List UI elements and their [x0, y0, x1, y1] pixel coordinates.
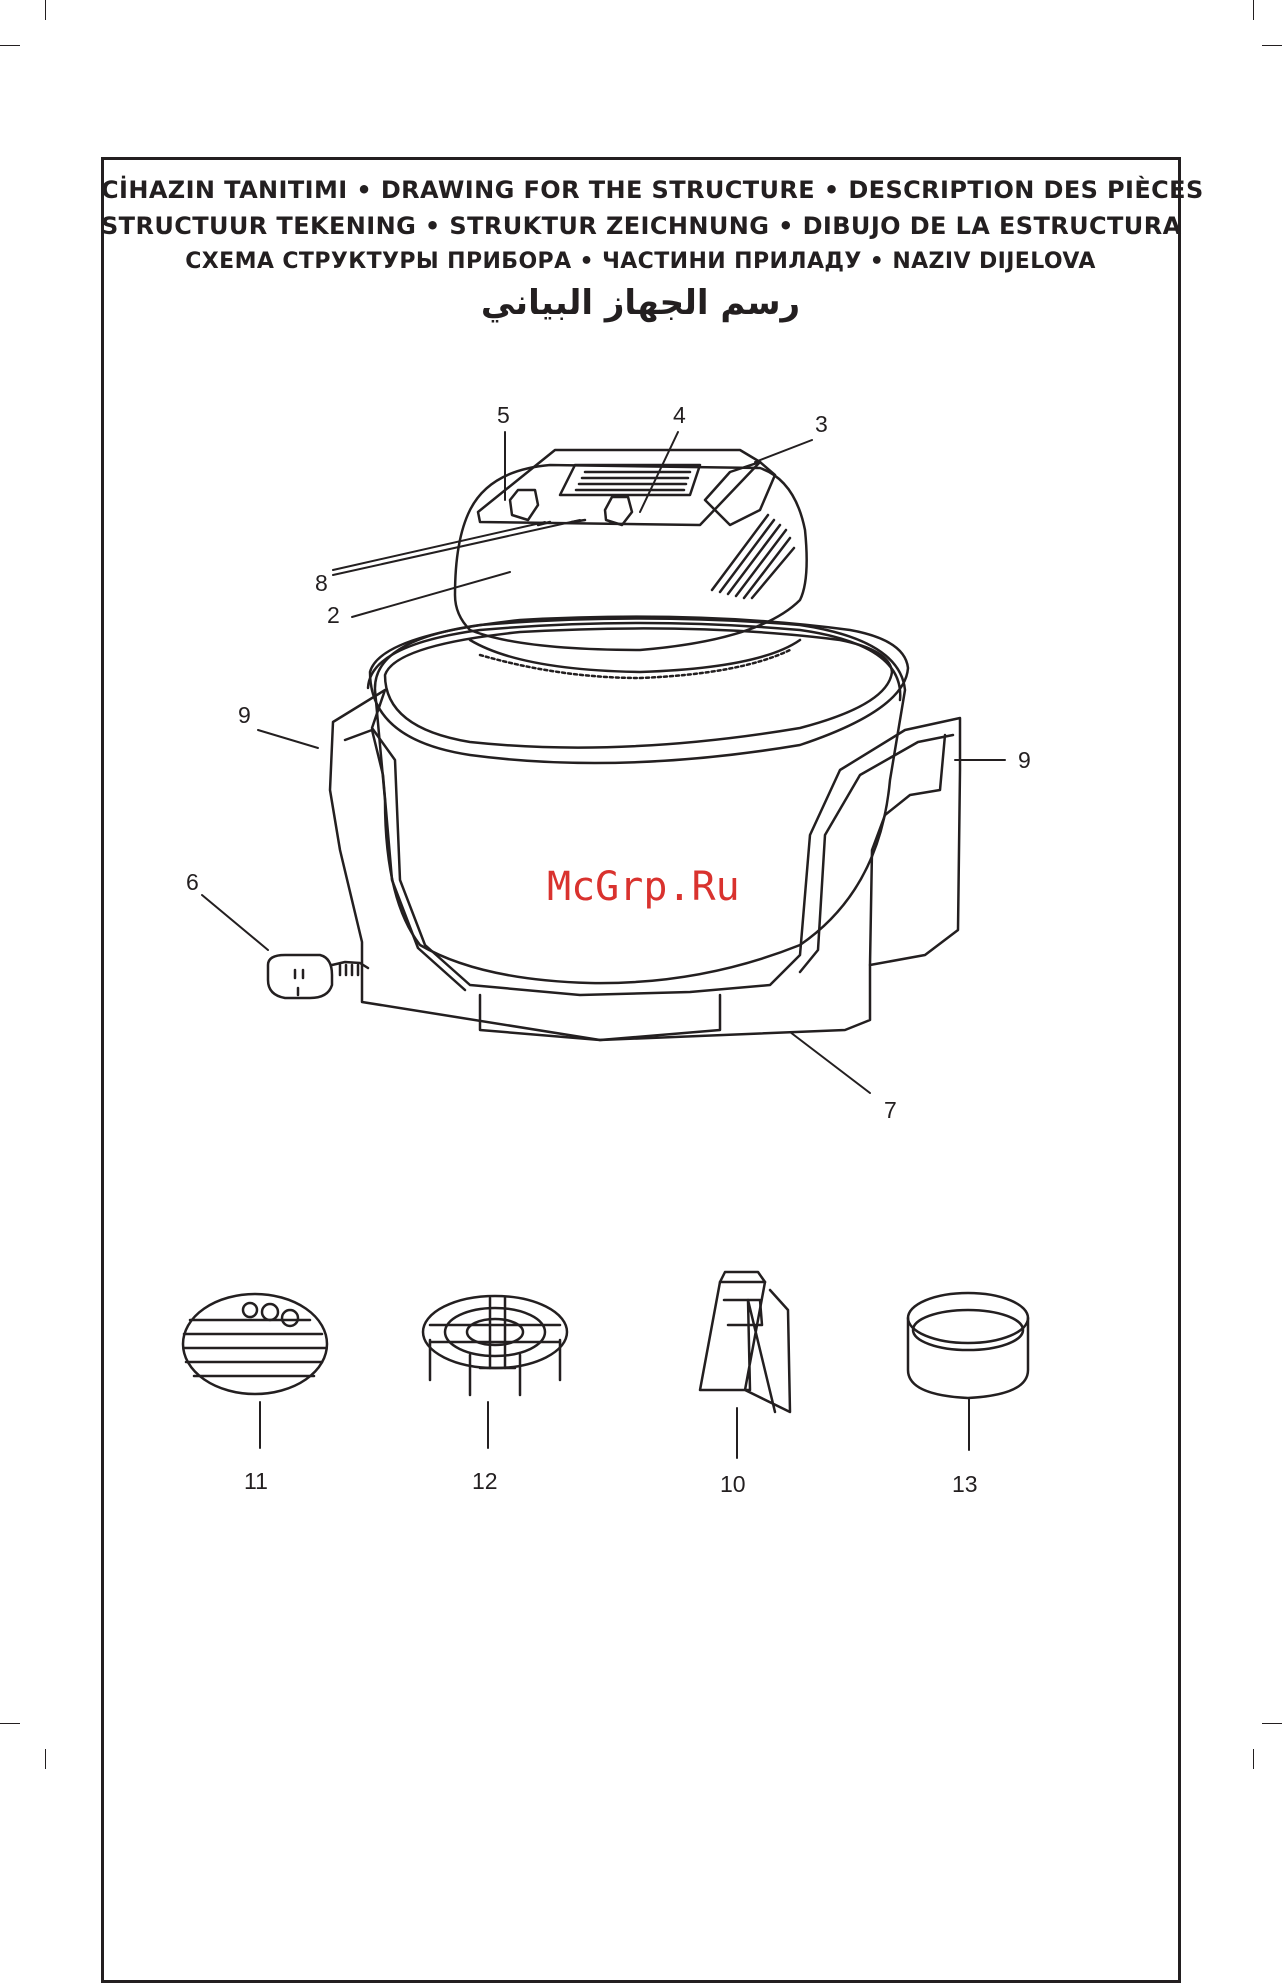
- stand-inner-right: [800, 735, 953, 972]
- callout-4: 4: [673, 402, 686, 428]
- side-vents: [712, 515, 794, 598]
- callout-7: 7: [884, 1097, 897, 1123]
- structure-drawing: 5 4 3 8 2 9 9 6 7 11 12 10 13 McGrp.Ru: [0, 0, 1282, 1769]
- callout-6: 6: [186, 869, 199, 895]
- lid-vent-band: [480, 650, 790, 678]
- power-plug: [268, 955, 332, 998]
- extender-ring-inner: [385, 628, 892, 747]
- callout-9-right: 9: [1018, 747, 1031, 773]
- display-slits: [576, 472, 690, 490]
- plug-pins: [295, 970, 303, 995]
- lid-handle: [705, 462, 775, 525]
- grill-plate-accessory: [183, 1294, 327, 1394]
- air-fryer-illustration: [268, 450, 960, 1040]
- callout-9-left: 9: [238, 702, 251, 728]
- callout-5: 5: [497, 402, 510, 428]
- wire-rack-accessory: [423, 1296, 567, 1395]
- callout-2: 2: [327, 602, 340, 628]
- callout-13: 13: [952, 1471, 978, 1497]
- callout-8: 8: [315, 570, 328, 596]
- stand-base-lip: [480, 995, 720, 1040]
- callout-10: 10: [720, 1471, 746, 1497]
- temperature-knob: [605, 497, 632, 525]
- callout-3: 3: [815, 411, 828, 437]
- bowl-rim: [368, 623, 900, 700]
- stand-right-arm: [870, 735, 945, 965]
- tongs-accessory: [700, 1272, 790, 1412]
- timer-knob: [510, 490, 538, 520]
- extension-ring-accessory: [908, 1293, 1028, 1398]
- watermark: McGrp.Ru: [547, 864, 740, 910]
- lid-skirt: [470, 640, 800, 672]
- callout-11: 11: [244, 1468, 268, 1494]
- callout-12: 12: [472, 1468, 498, 1494]
